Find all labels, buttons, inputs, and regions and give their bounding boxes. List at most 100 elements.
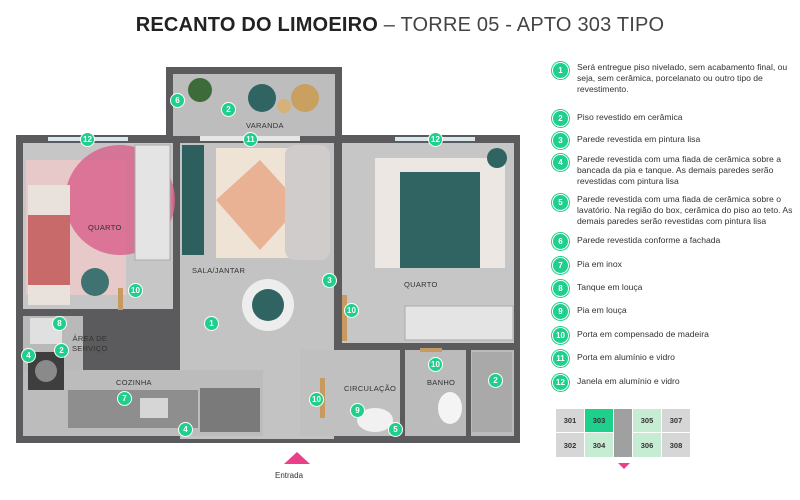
room-label-banho: BANHO [427,378,456,387]
legend-text: Parede revestida com uma fiada de cerâmi… [577,194,793,226]
plan-badge: 10 [428,357,443,372]
plan-badge: 7 [117,391,132,406]
plan-badge: 2 [221,102,236,117]
legend-badge: 4 [552,154,569,171]
lamp [487,148,507,168]
legend-text: Porta em compensado de madeira [577,329,709,339]
wall-divider [342,343,514,350]
legend-badge: 11 [552,350,569,367]
plan-badge: 6 [170,93,185,108]
unit-304: 304 [585,433,613,457]
legend-item: 4 Parede revestida com uma fiada de cerâm… [552,154,799,187]
plan-badge: 9 [350,403,365,418]
legend-item: 9 Pia em louça [552,303,799,320]
legend-badge: 8 [552,280,569,297]
legend-text: Parede revestida conforme a fachada [577,235,721,245]
toilet [438,392,462,424]
units-map: 301 303 305 307 302 304 306 308 [556,409,693,457]
legend-text: Tanque em louça [577,282,643,292]
blanket [400,172,480,268]
sofa [285,145,330,260]
legend-text: Porta em alumínio e vidro [577,352,675,362]
plan-badge: 1 [204,316,219,331]
room-label-cozinha: COZINHA [116,378,152,387]
plan-badge: 4 [178,422,193,437]
dining-top [252,289,284,321]
wall-divider [334,143,342,343]
legend-text: Será entregue piso nivelado, sem acabame… [577,62,788,94]
tv-panel [182,145,204,255]
unit-core [614,409,632,457]
room-label-servico-l1: ÁREA DE [72,334,108,343]
plan-badge: 5 [388,422,403,437]
unit-303: 303 [585,409,613,432]
plan-badge: 12 [428,132,443,147]
legend-badge: 10 [552,327,569,344]
plan-badge: 2 [488,373,503,388]
room-label-quarto1: QUARTO [88,223,122,232]
legend-text: Parede revestida com uma fiada de cerâmi… [577,154,781,186]
fridge [200,388,260,432]
legend-item: 11 Porta em alumínio e vidro [552,350,799,367]
entrance-label: Entrada [275,471,304,480]
legend-item: 10 Porta em compensado de madeira [552,327,799,344]
legend-item: 3 Parede revestida em pintura lisa [552,132,799,149]
rug-pattern [216,160,301,250]
unit-306: 306 [633,433,661,457]
plan-badge: 10 [344,303,359,318]
legend-item: 6 Parede revestida conforme a fachada [552,233,799,250]
wardrobe [404,305,514,341]
door [342,295,347,341]
side-table [277,99,291,113]
plan-badge: 10 [309,392,324,407]
unit-302: 302 [556,433,584,457]
legend-badge: 1 [552,62,569,79]
legend-text: Parede revestida em pintura lisa [577,134,701,144]
unit-308: 308 [662,433,690,457]
plan-badge: 11 [243,132,258,147]
unit-marker [618,463,630,469]
room-label-quarto2: QUARTO [404,280,438,289]
legend-badge: 9 [552,303,569,320]
chair [248,84,276,112]
counter [68,390,198,428]
legend-text: Piso revestido em cerâmica [577,112,683,122]
title-bold: RECANTO DO LIMOEIRO [135,14,379,36]
wardrobe [134,144,171,261]
washbasin [357,408,393,432]
blanket [28,215,70,285]
room-label-varanda: VARANDA [246,121,284,130]
legend-badge: 6 [552,233,569,250]
legend-badge: 12 [552,374,569,391]
unit-307: 307 [662,409,690,432]
legend-text: Pia em louça [577,305,627,315]
plan-badge: 2 [54,343,69,358]
legend-item: 1 Será entregue piso nivelado, sem acabam… [552,62,799,95]
wall-divider [400,350,405,436]
title-subtitle: – TORRE 05 - APTO 303 TIPO [378,14,665,36]
entrance-marker [284,452,310,464]
plant [188,78,212,102]
legend-item: 7 Pia em inox [552,257,799,274]
plan-badge: 3 [322,273,337,288]
sink [140,398,168,418]
unit-301: 301 [556,409,584,432]
page-title: RECANTO DO LIMOEIRO – TORRE 05 - APTO 30… [0,14,800,37]
plan-badge: 4 [21,348,36,363]
door [118,288,123,310]
door [420,348,442,352]
wall-divider [23,309,180,316]
legend-badge: 3 [552,132,569,149]
plan-badge: 8 [52,316,67,331]
legend-badge: 7 [552,257,569,274]
plan-badge: 10 [128,283,143,298]
room-label-servico-l2: SERVIÇO [72,344,108,353]
wall-divider [466,350,471,436]
legend-text: Pia em inox [577,259,622,269]
drum [35,360,57,382]
room-label-sala: SALA/JANTAR [192,266,246,275]
